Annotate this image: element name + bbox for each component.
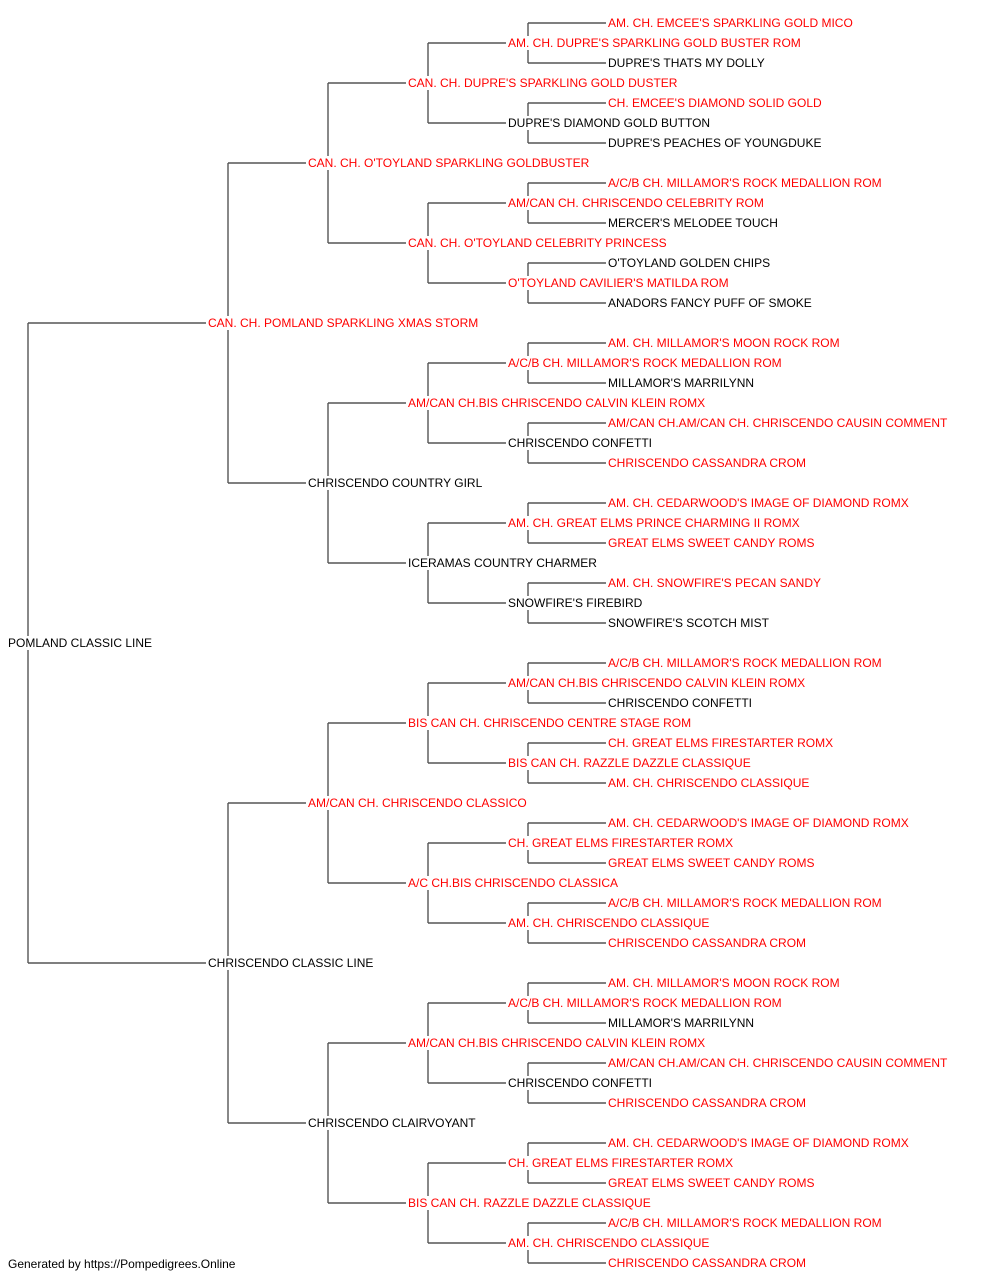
dog-name-ggg-grandparent: AM. CH. SNOWFIRE'S PECAN SANDY	[606, 576, 823, 590]
generated-by-footer: Generated by https://Pompedigrees.Online	[8, 1257, 236, 1271]
dog-name-ggg-grandparent: CH. EMCEE'S DIAMOND SOLID GOLD	[606, 96, 824, 110]
dog-name-parent: CHRISCENDO CLASSIC LINE	[206, 956, 376, 970]
dog-name-gg-grandparent: AM/CAN CH. CHRISCENDO CELEBRITY ROM	[506, 196, 766, 210]
dog-name-ggg-grandparent: AM. CH. CEDARWOOD'S IMAGE OF DIAMOND ROM…	[606, 816, 911, 830]
dog-name-great-grandparent: AM/CAN CH.BIS CHRISCENDO CALVIN KLEIN RO…	[406, 396, 708, 410]
dog-name-ggg-grandparent: A/C/B CH. MILLAMOR'S ROCK MEDALLION ROM	[606, 1216, 884, 1230]
dog-name-ggg-grandparent: MERCER'S MELODEE TOUCH	[606, 216, 780, 230]
dog-name-ggg-grandparent: AM. CH. CHRISCENDO CLASSIQUE	[606, 776, 812, 790]
dog-name-great-grandparent: AM/CAN CH.BIS CHRISCENDO CALVIN KLEIN RO…	[406, 1036, 708, 1050]
dog-name-great-grandparent: CAN. CH. O'TOYLAND CELEBRITY PRINCESS	[406, 236, 669, 250]
dog-name-gg-grandparent: A/C/B CH. MILLAMOR'S ROCK MEDALLION ROM	[506, 996, 784, 1010]
dog-name-gg-grandparent: O'TOYLAND CAVILIER'S MATILDA ROM	[506, 276, 731, 290]
dog-name-ggg-grandparent: DUPRE'S THATS MY DOLLY	[606, 56, 767, 70]
dog-name-ggg-grandparent: CHRISCENDO CASSANDRA CROM	[606, 456, 809, 470]
dog-name-ggg-grandparent: CHRISCENDO CONFETTI	[606, 696, 754, 710]
dog-name-grandparent: CHRISCENDO CLAIRVOYANT	[306, 1116, 478, 1130]
dog-name-subject: POMLAND CLASSIC LINE	[6, 636, 155, 650]
dog-name-gg-grandparent: AM. CH. CHRISCENDO CLASSIQUE	[506, 1236, 712, 1250]
dog-name-parent: CAN. CH. POMLAND SPARKLING XMAS STORM	[206, 316, 481, 330]
dog-name-great-grandparent: ICERAMAS COUNTRY CHARMER	[406, 556, 599, 570]
dog-name-gg-grandparent: AM. CH. CHRISCENDO CLASSIQUE	[506, 916, 712, 930]
dog-name-gg-grandparent: A/C/B CH. MILLAMOR'S ROCK MEDALLION ROM	[506, 356, 784, 370]
dog-name-grandparent: CHRISCENDO COUNTRY GIRL	[306, 476, 485, 490]
dog-name-ggg-grandparent: DUPRE'S PEACHES OF YOUNGDUKE	[606, 136, 824, 150]
dog-name-great-grandparent: CAN. CH. DUPRE'S SPARKLING GOLD DUSTER	[406, 76, 680, 90]
dog-name-ggg-grandparent: CHRISCENDO CASSANDRA CROM	[606, 936, 809, 950]
dog-name-great-grandparent: BIS CAN CH. CHRISCENDO CENTRE STAGE ROM	[406, 716, 694, 730]
dog-name-ggg-grandparent: GREAT ELMS SWEET CANDY ROMS	[606, 1176, 817, 1190]
dog-name-ggg-grandparent: MILLAMOR'S MARRILYNN	[606, 376, 757, 390]
dog-name-great-grandparent: A/C CH.BIS CHRISCENDO CLASSICA	[406, 876, 621, 890]
dog-name-ggg-grandparent: A/C/B CH. MILLAMOR'S ROCK MEDALLION ROM	[606, 656, 884, 670]
dog-name-ggg-grandparent: O'TOYLAND GOLDEN CHIPS	[606, 256, 773, 270]
dog-name-ggg-grandparent: AM. CH. EMCEE'S SPARKLING GOLD MICO	[606, 16, 855, 30]
dog-name-grandparent: CAN. CH. O'TOYLAND SPARKLING GOLDBUSTER	[306, 156, 592, 170]
dog-name-ggg-grandparent: AM. CH. CEDARWOOD'S IMAGE OF DIAMOND ROM…	[606, 1136, 911, 1150]
dog-name-ggg-grandparent: AM. CH. CEDARWOOD'S IMAGE OF DIAMOND ROM…	[606, 496, 911, 510]
dog-name-grandparent: AM/CAN CH. CHRISCENDO CLASSICO	[306, 796, 529, 810]
dog-name-ggg-grandparent: ANADORS FANCY PUFF OF SMOKE	[606, 296, 814, 310]
dog-name-ggg-grandparent: GREAT ELMS SWEET CANDY ROMS	[606, 536, 817, 550]
dog-name-gg-grandparent: AM. CH. DUPRE'S SPARKLING GOLD BUSTER RO…	[506, 36, 803, 50]
dog-name-ggg-grandparent: CHRISCENDO CASSANDRA CROM	[606, 1256, 809, 1270]
dog-name-ggg-grandparent: CH. GREAT ELMS FIRESTARTER ROMX	[606, 736, 836, 750]
dog-name-ggg-grandparent: GREAT ELMS SWEET CANDY ROMS	[606, 856, 817, 870]
dog-name-ggg-grandparent: A/C/B CH. MILLAMOR'S ROCK MEDALLION ROM	[606, 896, 884, 910]
dog-name-gg-grandparent: AM. CH. GREAT ELMS PRINCE CHARMING II RO…	[506, 516, 802, 530]
dog-name-gg-grandparent: SNOWFIRE'S FIREBIRD	[506, 596, 645, 610]
dog-name-gg-grandparent: CHRISCENDO CONFETTI	[506, 436, 654, 450]
dog-name-gg-grandparent: DUPRE'S DIAMOND GOLD BUTTON	[506, 116, 713, 130]
dog-name-gg-grandparent: CH. GREAT ELMS FIRESTARTER ROMX	[506, 1156, 736, 1170]
dog-name-ggg-grandparent: AM/CAN CH.AM/CAN CH. CHRISCENDO CAUSIN C…	[606, 1056, 950, 1070]
dog-name-ggg-grandparent: CHRISCENDO CASSANDRA CROM	[606, 1096, 809, 1110]
dog-name-ggg-grandparent: SNOWFIRE'S SCOTCH MIST	[606, 616, 771, 630]
dog-name-great-grandparent: BIS CAN CH. RAZZLE DAZZLE CLASSIQUE	[406, 1196, 653, 1210]
dog-name-ggg-grandparent: AM/CAN CH.AM/CAN CH. CHRISCENDO CAUSIN C…	[606, 416, 950, 430]
dog-name-ggg-grandparent: MILLAMOR'S MARRILYNN	[606, 1016, 757, 1030]
dog-name-gg-grandparent: CH. GREAT ELMS FIRESTARTER ROMX	[506, 836, 736, 850]
dog-name-gg-grandparent: BIS CAN CH. RAZZLE DAZZLE CLASSIQUE	[506, 756, 753, 770]
dog-name-ggg-grandparent: A/C/B CH. MILLAMOR'S ROCK MEDALLION ROM	[606, 176, 884, 190]
dog-name-gg-grandparent: AM/CAN CH.BIS CHRISCENDO CALVIN KLEIN RO…	[506, 676, 808, 690]
dog-name-gg-grandparent: CHRISCENDO CONFETTI	[506, 1076, 654, 1090]
dog-name-ggg-grandparent: AM. CH. MILLAMOR'S MOON ROCK ROM	[606, 336, 842, 350]
dog-name-ggg-grandparent: AM. CH. MILLAMOR'S MOON ROCK ROM	[606, 976, 842, 990]
